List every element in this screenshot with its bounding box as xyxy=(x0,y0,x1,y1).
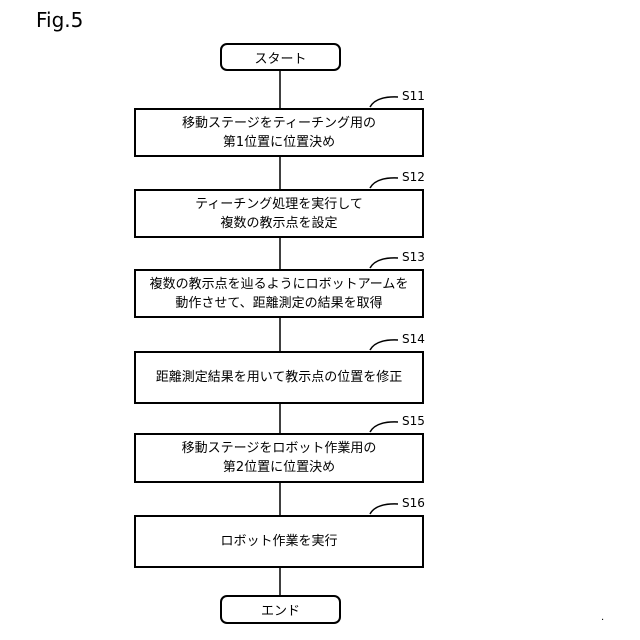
leader-line-s14 xyxy=(370,340,398,350)
step-box-s13: 複数の教示点を辿るようにロボットアームを 動作させて、距離測定の結果を取得 xyxy=(134,269,424,318)
step-box-s16: ロボット作業を実行 xyxy=(134,515,424,568)
step-s15-line-1: 移動ステージをロボット作業用の xyxy=(182,439,377,458)
end-label: エンド xyxy=(261,600,300,619)
step-id-s13: S13 xyxy=(402,250,425,264)
step-s12-line-1: ティーチング処理を実行して xyxy=(195,195,363,214)
step-box-s15: 移動ステージをロボット作業用の 第2位置に位置決め xyxy=(134,433,424,483)
step-s13-line-2: 動作させて、距離測定の結果を取得 xyxy=(175,294,382,313)
step-box-s14: 距離測定結果を用いて教示点の位置を修正 xyxy=(134,351,424,404)
leader-line-s12 xyxy=(370,178,398,188)
step-id-s15: S15 xyxy=(402,414,425,428)
step-box-s12: ティーチング処理を実行して 複数の教示点を設定 xyxy=(134,189,424,238)
step-s14-line-1: 距離測定結果を用いて教示点の位置を修正 xyxy=(156,368,403,387)
trailing-mark: . xyxy=(601,612,604,623)
end-terminal: エンド xyxy=(220,595,341,624)
step-id-s12: S12 xyxy=(402,170,425,184)
step-id-s16: S16 xyxy=(402,496,425,510)
step-s15-line-2: 第2位置に位置決め xyxy=(223,458,335,477)
step-s11-line-1: 移動ステージをティーチング用の xyxy=(182,114,376,133)
leader-line-s11 xyxy=(370,97,398,107)
step-id-s14: S14 xyxy=(402,332,425,346)
step-s13-line-1: 複数の教示点を辿るようにロボットアームを xyxy=(150,275,409,294)
start-label: スタート xyxy=(254,48,306,67)
leader-line-s13 xyxy=(370,258,398,268)
step-s11-line-2: 第1位置に位置決め xyxy=(223,133,335,152)
step-s12-line-2: 複数の教示点を設定 xyxy=(220,214,337,233)
leader-line-s15 xyxy=(370,422,398,432)
step-s16-line-1: ロボット作業を実行 xyxy=(220,532,337,551)
leader-line-s16 xyxy=(370,504,398,514)
start-terminal: スタート xyxy=(220,43,341,71)
step-id-s11: S11 xyxy=(402,89,425,103)
step-box-s11: 移動ステージをティーチング用の 第1位置に位置決め xyxy=(134,108,424,157)
